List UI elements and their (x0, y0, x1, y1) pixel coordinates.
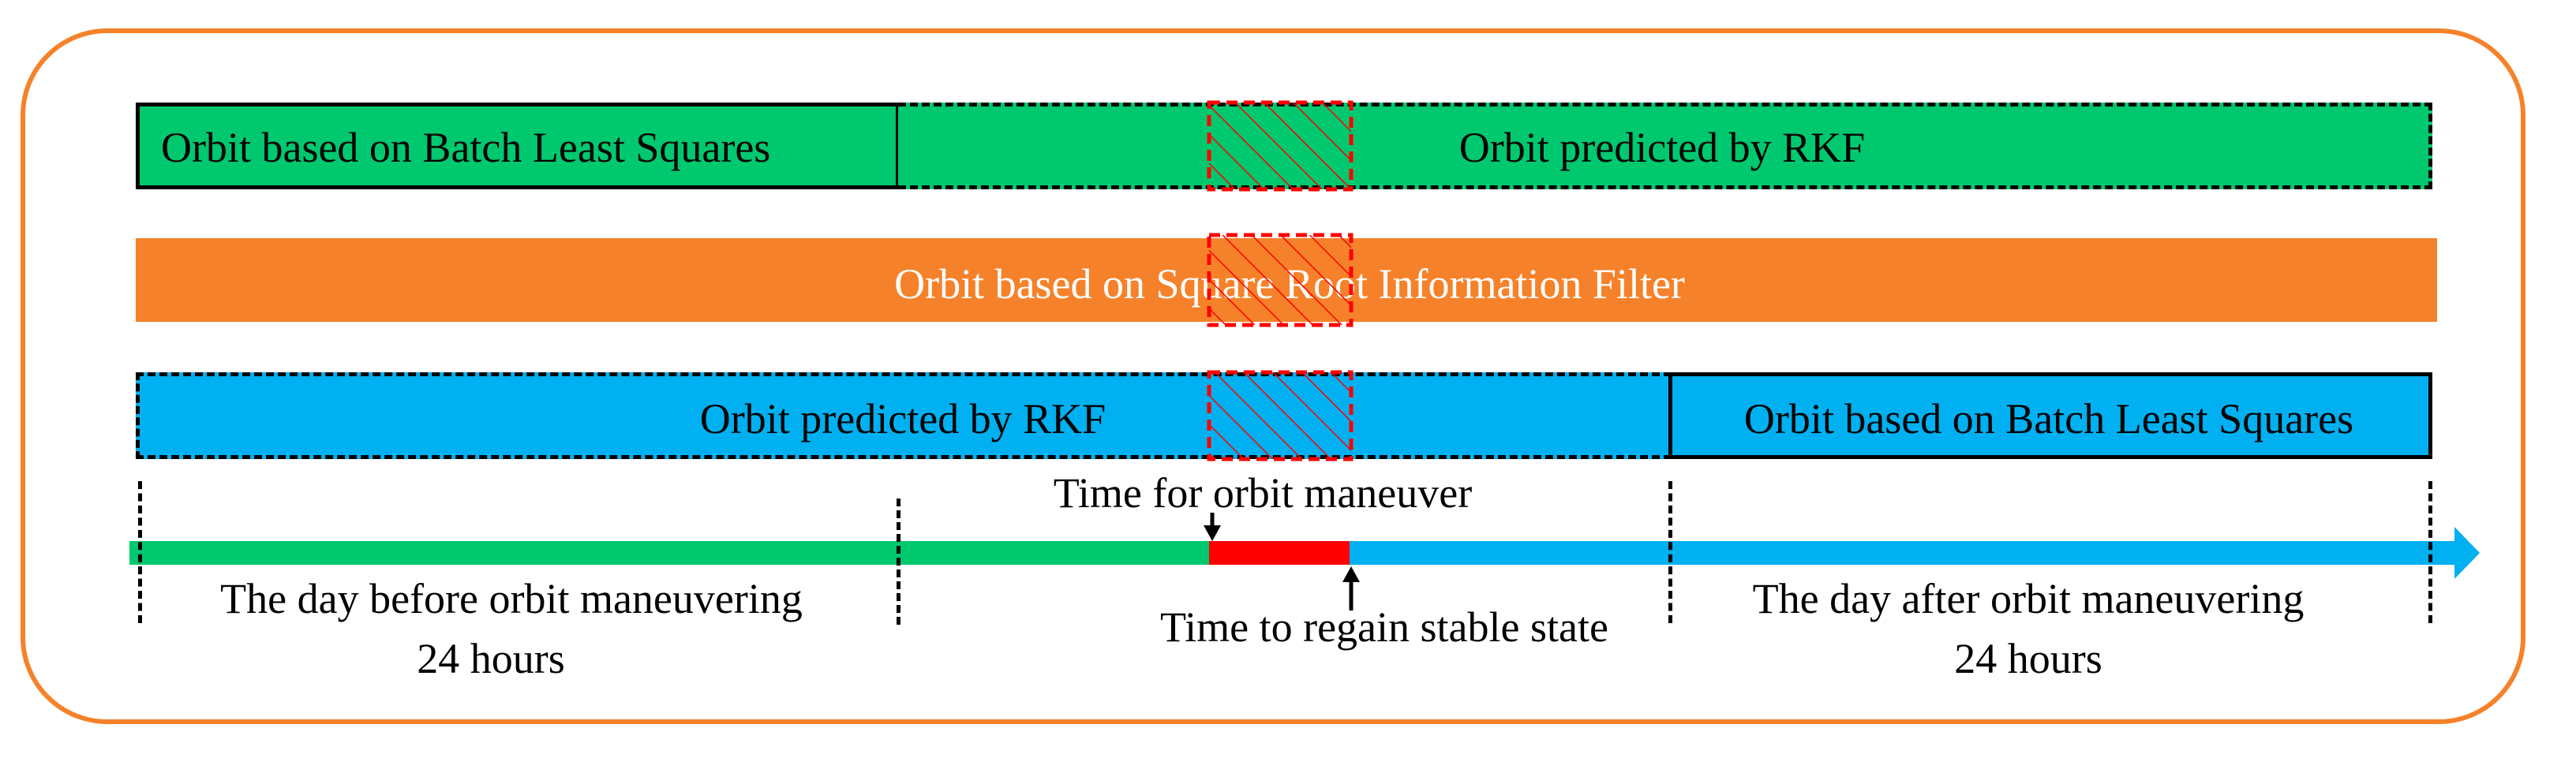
row2-maneuver-hatch (1207, 233, 1354, 327)
timeline-after-segment (1350, 541, 2462, 565)
day-before-duration: 24 hours (417, 635, 565, 682)
regain-stable-label: Time to regain stable state (1160, 603, 1608, 651)
row3-bls-label: Orbit based on Batch Least Squares (1743, 395, 2354, 442)
row3-rkf-segment (136, 372, 1672, 459)
maneuver-time-label: Time for orbit maneuver (1053, 469, 1473, 517)
row1-bls-segment (136, 103, 900, 189)
boundary-day-after-start (1668, 481, 1672, 623)
regain-stable-arrow (1342, 566, 1360, 611)
row1-bls-label: Orbit based on Batch Least Squares (161, 124, 771, 171)
row1-rkf-segment (898, 103, 2432, 189)
maneuver-start-arrow (1204, 513, 1221, 541)
outer-frame (21, 28, 2525, 724)
day-after-label: The day after orbit maneuvering (1752, 575, 2305, 622)
day-after-duration: 24 hours (1954, 635, 2102, 682)
day-before-label: The day before orbit maneuvering (220, 575, 803, 622)
boundary-day-after-end (2428, 481, 2432, 623)
row1-rkf-label: Orbit predicted by RKF (1458, 124, 1866, 171)
timeline-arrowhead (2454, 527, 2480, 579)
boundary-bls-end (897, 498, 900, 625)
row1-maneuver-hatch (1207, 100, 1354, 192)
timeline-maneuver-segment (1209, 541, 1351, 565)
row3-maneuver-hatch (1207, 370, 1354, 461)
row3-rkf-label: Orbit predicted by RKF (699, 395, 1106, 442)
timeline-before-segment (129, 541, 1211, 565)
row3-bls-segment (1668, 372, 2432, 459)
boundary-day-before-start (138, 481, 142, 623)
